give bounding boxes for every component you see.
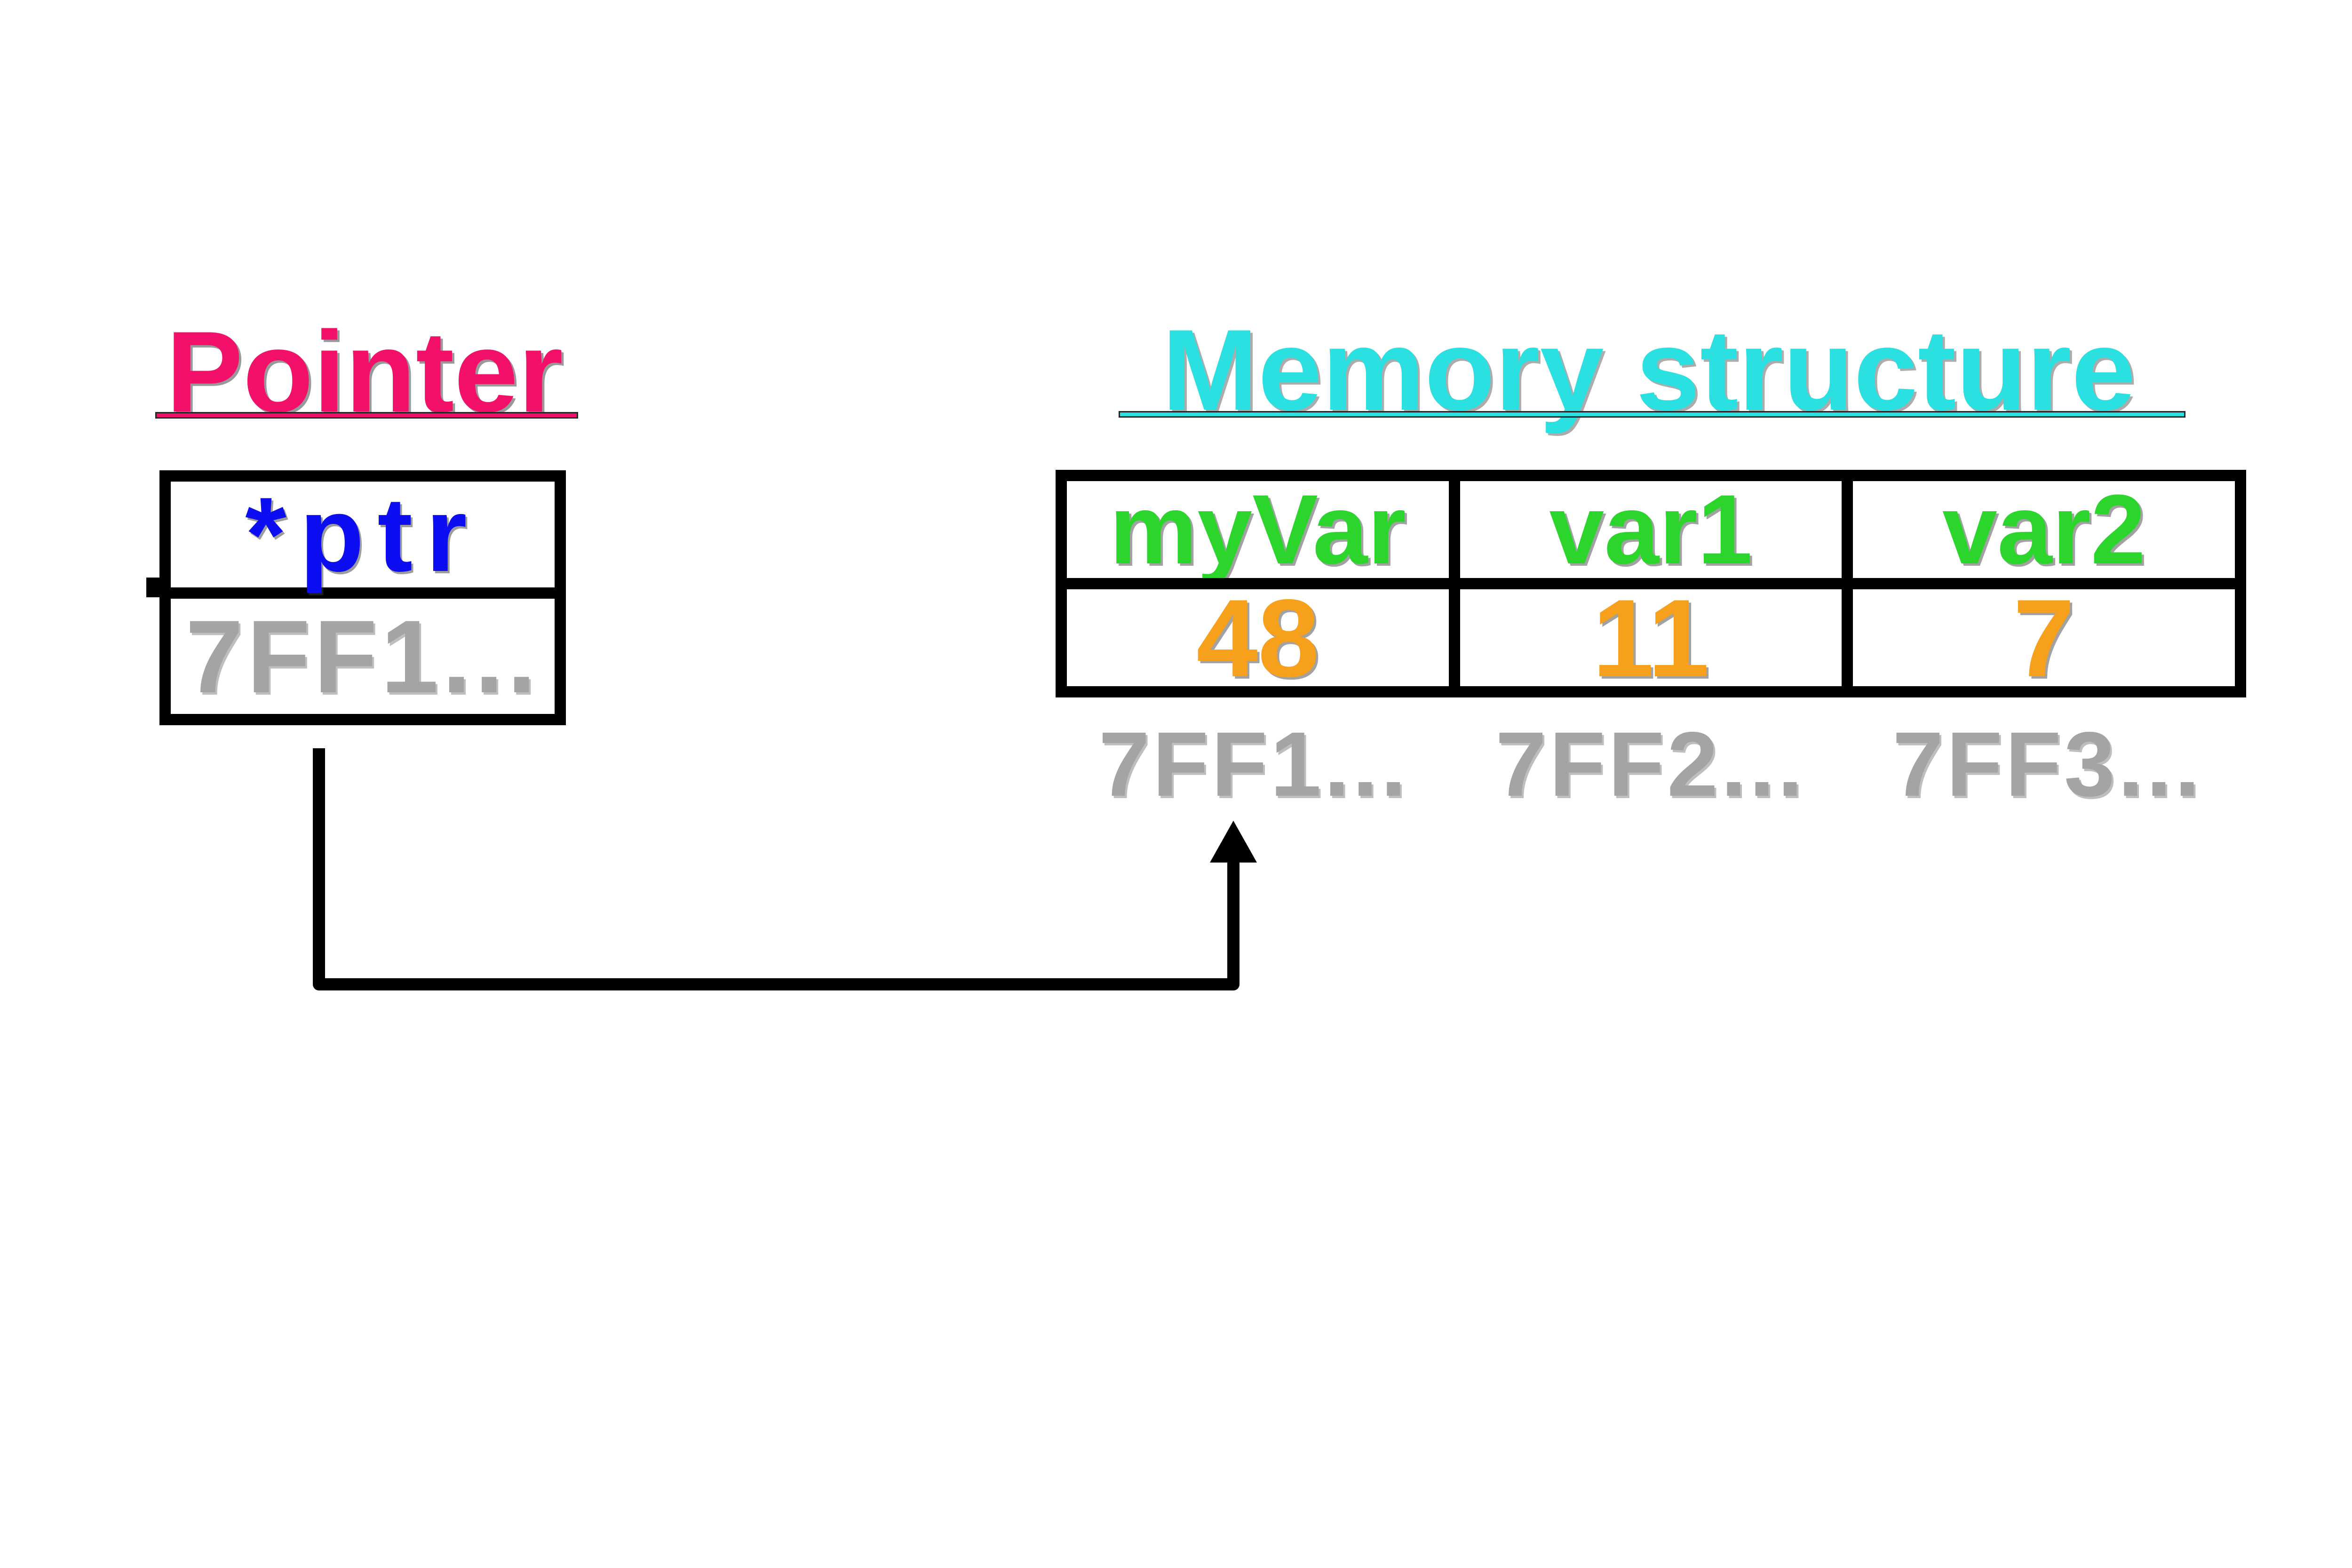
memory-address-var2: 7FF3...: [1892, 713, 2203, 816]
arrow-head-icon: [1210, 821, 1257, 863]
pointer-address-cell: 7FF1...: [171, 599, 555, 714]
memory-value-var2: 7: [2013, 589, 2075, 686]
pointer-title-underline: [155, 412, 578, 419]
memory-header-myvar: myVar: [1109, 481, 1406, 578]
memory-value-var1: 11: [1592, 589, 1709, 686]
pointer-title: Pointer: [141, 314, 588, 429]
memory-structure-title-underline: [1119, 411, 2185, 418]
memory-header-cell-var2: var2: [1853, 481, 2235, 578]
pointer-title-text: Pointer: [166, 307, 563, 436]
memory-header-cell-var1: var1: [1460, 481, 1842, 578]
memory-structure-title-text: Memory structure: [1162, 305, 2136, 434]
pointer-name-cell: *ptr: [171, 482, 555, 599]
memory-value-cell-myvar: 48: [1067, 589, 1449, 686]
pointer-name-label: *ptr: [245, 475, 480, 594]
memory-header-var2: var2: [1942, 481, 2146, 578]
memory-structure-title: Memory structure: [1124, 312, 2173, 428]
memory-value-cell-var2: 7: [1853, 589, 2235, 686]
pointer-box-divider-tab: [146, 578, 162, 597]
pointer-variable-box: *ptr 7FF1...: [159, 470, 566, 725]
memory-value-myvar: 48: [1196, 589, 1319, 686]
memory-table: myVar var1 var2 48 11 7: [1056, 470, 2246, 697]
memory-header-var1: var1: [1549, 481, 1753, 578]
memory-header-cell-myvar: myVar: [1067, 481, 1449, 578]
memory-address-myvar: 7FF1...: [1098, 713, 1409, 816]
pointer-address-value: 7FF1...: [185, 598, 540, 714]
memory-value-cell-var1: 11: [1460, 589, 1842, 686]
memory-address-var1: 7FF2...: [1495, 713, 1806, 816]
